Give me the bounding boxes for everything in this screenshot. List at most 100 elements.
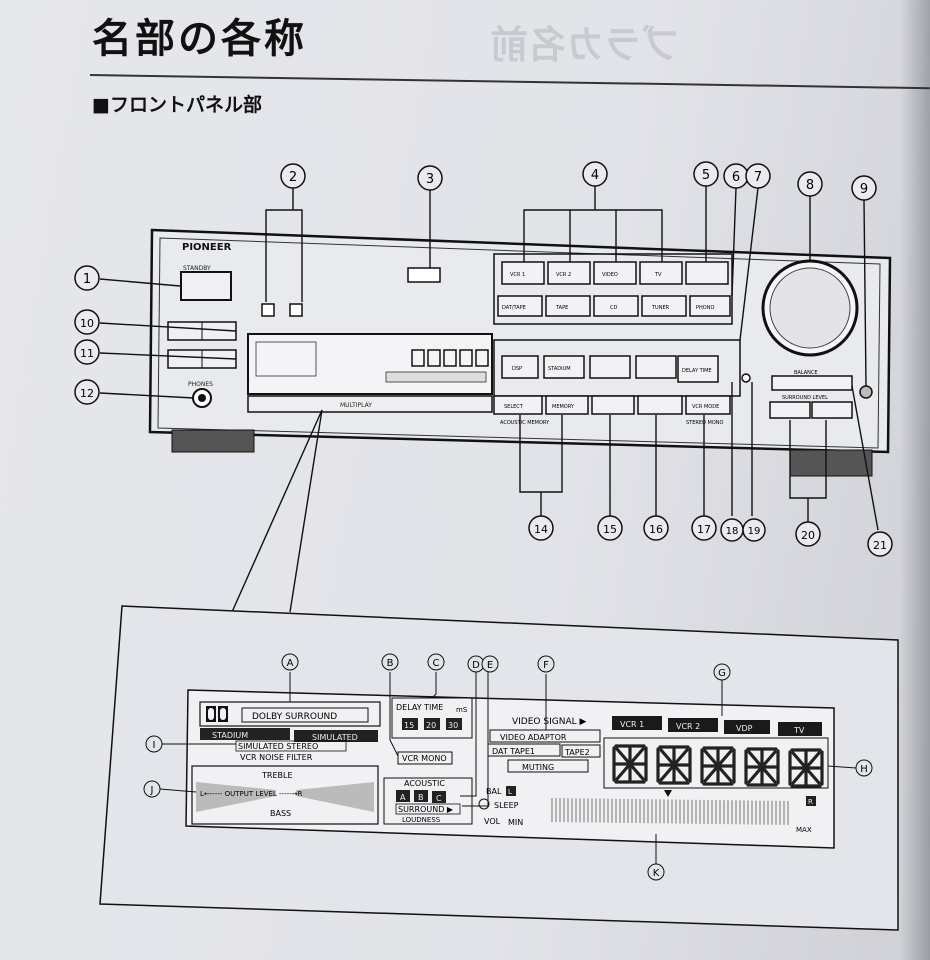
btn-stadium-label: STADIUM xyxy=(548,366,571,372)
svg-text:10: 10 xyxy=(80,317,94,330)
svg-text:20: 20 xyxy=(801,529,815,542)
callout-G: G xyxy=(713,663,731,681)
indicator-lamp xyxy=(741,373,751,383)
btn-stadium[interactable] xyxy=(543,355,585,379)
btn-dolby-surround[interactable] xyxy=(635,355,677,379)
loudness-indicator: LOUDNESS xyxy=(402,816,441,824)
callout-E: E xyxy=(481,655,499,673)
power-button[interactable] xyxy=(180,271,232,301)
btn-tv-label: TV xyxy=(654,272,662,278)
source-vcr2: VCR 2 xyxy=(676,722,700,731)
surround-level-label: SURROUND LEVEL xyxy=(782,395,828,401)
btn-cd[interactable] xyxy=(593,295,639,317)
btn-dat-tape[interactable] xyxy=(497,295,543,317)
btn-vcr-noise-filter[interactable] xyxy=(637,395,683,415)
acoustic-memory-indicators: A B C xyxy=(396,790,446,803)
btn-video-adaptor[interactable] xyxy=(591,395,635,415)
btn-video[interactable] xyxy=(593,261,637,285)
receiver-illustration: PIONEER STANDBY PHONES xyxy=(148,228,892,477)
svg-text:J: J xyxy=(150,785,154,796)
btn-select[interactable] xyxy=(493,395,543,415)
svg-text:4: 4 xyxy=(591,168,599,183)
multiplay-bar xyxy=(247,395,493,413)
svg-text:8: 8 xyxy=(806,178,814,193)
small-knob[interactable] xyxy=(859,385,873,399)
btn-dsp[interactable] xyxy=(501,355,539,379)
section-heading: ■フロントパネル部 xyxy=(92,94,262,116)
btn-simulated-surround[interactable] xyxy=(589,355,631,379)
dolby-logo xyxy=(206,706,228,722)
callout-5: 5 xyxy=(693,161,719,187)
delay-15: 15 xyxy=(404,721,414,730)
clock-icon xyxy=(478,798,490,810)
video-adaptor-indicator: VIDEO ADAPTOR xyxy=(500,733,567,742)
callout-8: 8 xyxy=(797,171,823,197)
btn-vcr-mode[interactable] xyxy=(685,395,731,415)
right-foot xyxy=(789,449,873,477)
power-label: STANDBY xyxy=(183,265,211,272)
btn-phono[interactable] xyxy=(689,295,731,317)
treble-label: TREBLE xyxy=(261,771,293,780)
callout-14: 14 xyxy=(528,515,554,541)
btn-tape-label: TAPE xyxy=(555,305,568,311)
dsp-buttons: DSP STADIUM DELAY TIME xyxy=(501,355,719,383)
acoustic-memory-label: ACOUSTIC MEMORY xyxy=(500,420,550,426)
btn-delay-time[interactable] xyxy=(677,355,719,383)
balance-label: BALANCE xyxy=(794,370,818,376)
svg-text:19: 19 xyxy=(748,526,761,537)
callout-7: 7 xyxy=(745,163,771,189)
acoustic-c: C xyxy=(436,794,442,803)
phones-label: PHONES xyxy=(188,381,213,388)
bal-indicator: L xyxy=(508,788,512,796)
dolby-surround-indicator: DOLBY SURROUND xyxy=(252,712,337,722)
speaker-button-b[interactable] xyxy=(289,303,303,317)
speaker-button-a[interactable] xyxy=(261,303,275,317)
btn-memory[interactable] xyxy=(545,395,589,415)
svg-text:3: 3 xyxy=(426,172,434,187)
callout-1: 1 xyxy=(74,265,100,291)
btn-tv[interactable] xyxy=(639,261,683,285)
svg-text:18: 18 xyxy=(726,526,739,537)
btn-tuner[interactable] xyxy=(641,295,687,317)
btn-input-5[interactable] xyxy=(685,261,729,285)
vcr-mono-indicator: VCR MONO xyxy=(402,754,447,763)
svg-text:9: 9 xyxy=(860,182,868,197)
svg-text:11: 11 xyxy=(80,347,94,360)
btn-vcr1[interactable] xyxy=(501,261,545,285)
source-vdp: VDP xyxy=(736,724,753,733)
display-mini-digits xyxy=(411,349,489,367)
frequency-readout xyxy=(612,744,824,788)
acoustic-label: ACOUSTIC xyxy=(404,779,445,788)
svg-text:F: F xyxy=(543,660,549,671)
stadium-indicator: STADIUM xyxy=(212,731,248,740)
multiplay-label: MULTIPLAY xyxy=(340,402,372,409)
svg-text:15: 15 xyxy=(603,523,617,536)
surround-level-down[interactable] xyxy=(769,401,811,419)
callout-4: 4 xyxy=(582,161,608,187)
output-level-label: L←----- OUTPUT LEVEL -----→R xyxy=(200,790,303,798)
video-signal-label: VIDEO SIGNAL ▶ xyxy=(512,717,586,727)
btn-tape[interactable] xyxy=(545,295,591,317)
callout-markers: 1 2 3 4 5 6 7 8 9 10 11 12 13 14 15 16 1… xyxy=(74,161,893,630)
surround-indicator: SURROUND ▶ xyxy=(398,805,454,814)
btn-vcr1-label: VCR 1 xyxy=(510,272,525,278)
volume-pointer xyxy=(664,790,672,797)
btn-tuner-label: TUNER xyxy=(651,305,670,311)
input-selector-row1: VCR 1 VCR 2 VIDEO TV xyxy=(501,261,729,285)
vol-label: VOL xyxy=(484,817,501,826)
btn-vcr2[interactable] xyxy=(547,261,591,285)
callout-6: 6 xyxy=(723,163,749,189)
callout-12: 12 xyxy=(74,379,100,405)
volume-bargraph: (function(){ var g=document.currentScrip… xyxy=(551,798,789,825)
svg-text:6: 6 xyxy=(732,170,740,185)
balance-button[interactable] xyxy=(771,375,853,391)
svg-text:C: C xyxy=(433,658,440,669)
delay-time-label: DELAY TIME xyxy=(396,703,443,712)
svg-text:1: 1 xyxy=(83,272,91,287)
surround-level-up[interactable] xyxy=(811,401,853,419)
display-leader-lines xyxy=(159,672,857,864)
svg-text:12: 12 xyxy=(80,387,94,400)
callout-C: C xyxy=(427,653,445,671)
